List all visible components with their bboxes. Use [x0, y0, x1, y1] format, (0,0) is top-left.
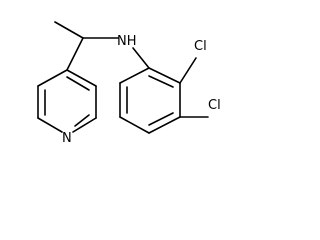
- ring-to-chiral-carbon-bond: [66, 37, 84, 71]
- chemical-structure: NH Cl Cl N: [37, 21, 221, 146]
- nitrogen-aryl-bond: [132, 47, 150, 69]
- phenyl-bond: [148, 67, 181, 84]
- dichlorophenyl-ring: [119, 57, 209, 134]
- phenyl-double-bond: [148, 112, 174, 126]
- pyridine-nitrogen-label: N: [62, 131, 72, 146]
- chloro-meta-label: Cl: [208, 98, 221, 113]
- ethyl-linker: [54, 21, 150, 71]
- chloro-ortho-bond: [179, 57, 197, 84]
- pyridine-double-bond: [66, 76, 90, 91]
- pyridine-bond: [72, 117, 97, 133]
- phenyl-bond: [119, 116, 150, 134]
- pyridine-bond: [66, 69, 97, 87]
- phenyl-bond: [148, 116, 181, 134]
- pyridine-bond: [37, 69, 68, 87]
- phenyl-double-bond: [148, 75, 174, 88]
- pyridine-double-bond: [74, 114, 90, 127]
- pyridine-bond: [37, 117, 63, 133]
- pyridine-ring: [37, 69, 97, 133]
- amine-label: NH: [117, 34, 137, 49]
- phenyl-bond: [119, 67, 150, 84]
- chloro-ortho-label: Cl: [194, 39, 207, 54]
- methyl-bond: [54, 21, 84, 39]
